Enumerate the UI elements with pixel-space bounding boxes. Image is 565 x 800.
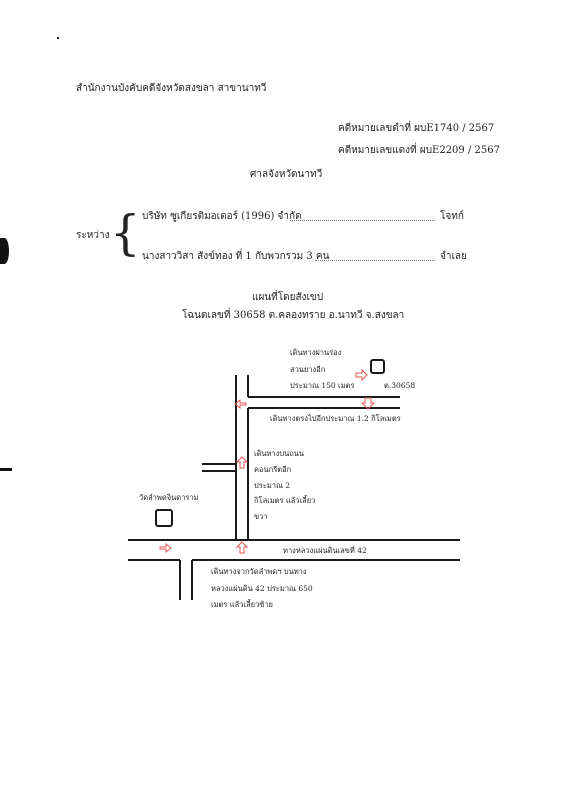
label-pass-rubber-1: เดินทางผ่านร่อง (290, 348, 342, 357)
red-case-label: คดีหมายเลขแดงที่ (338, 145, 417, 156)
plaintiff-role: โจทก์ (440, 211, 464, 222)
red-case-number: ผบE2209 / 2567 (419, 145, 500, 156)
defendant-dotted-line (315, 260, 435, 261)
deed-plot-marker (370, 359, 385, 374)
defendant-role: จำเลย (440, 251, 467, 262)
black-case-label: คดีหมายเลขดำที่ (338, 123, 411, 134)
label-pass-rubber-2: สวนยางอีก (290, 365, 326, 374)
label-concrete-2: คอนกรีตอีก (254, 465, 292, 474)
label-temple: วัดลำพดจินดาราม (139, 493, 199, 502)
plaintiff-dotted-line (290, 220, 435, 221)
label-from-temple-2: หลวงแผ่นดิน 42 ประมาณ 650 (211, 584, 313, 593)
red-case-line: คดีหมายเลขแดงที่ ผบE2209 / 2567 (338, 143, 500, 158)
black-case-number: ผบE1740 / 2567 (414, 123, 495, 134)
label-from-temple-1: เดินทางจากวัดลำพดฯ บนทาง (211, 567, 307, 576)
arrow-down-top-road (360, 397, 376, 410)
scan-mark-left-mid (0, 468, 12, 471)
arrow-left-main-road (234, 398, 247, 410)
plaintiff-name: บริษัท ซูเกียรติมอเตอร์ (1996) จำกัด (142, 211, 302, 222)
arrow-up-junction (235, 541, 249, 554)
brace: { (110, 205, 141, 261)
label-concrete-1: เดินทางบนถนน (254, 449, 305, 458)
court-name: ศาลจังหวัดนาทวี (250, 169, 323, 180)
arrow-right-highway (159, 542, 172, 554)
temple-marker (155, 509, 173, 527)
black-case-line: คดีหมายเลขดำที่ ผบE1740 / 2567 (338, 121, 494, 136)
label-concrete-3: ประมาณ 2 (254, 481, 291, 490)
label-concrete-4: กิโลเมตร แล้วเลี้ยว (254, 496, 316, 505)
arrow-to-deed (355, 368, 368, 382)
label-straight-1km: เดินทางตรงไปอีกประมาณ 1.2 กิโลเมตร (270, 414, 401, 423)
map-subtitle: โฉนดเลขที่ 30658 ต.คลองทราย อ.นาทวี จ.สง… (182, 310, 405, 321)
between-label: ระหว่าง (76, 230, 110, 241)
defendant-name: นางสาววิสา สังข์ทอง ที่ 1 กับพวกรวม 3 คน (142, 251, 330, 262)
arrow-up-main-road (235, 456, 249, 469)
scan-dot (57, 37, 59, 39)
label-concrete-5: ขวา (254, 512, 268, 521)
scan-mark-left-top (0, 238, 9, 264)
direction-arrows (159, 368, 376, 554)
label-highway: ทางหลวงแผ่นดินเลขที่ 42 (283, 546, 367, 555)
roads (128, 375, 460, 600)
label-deed-number: ต.30658 (384, 381, 416, 390)
office-name: สำนักงานบังคับคดีจังหวัดสงขลา สาขานาทวี (76, 83, 267, 94)
label-pass-rubber-3: ประมาณ 150 เมตร (290, 381, 355, 390)
map-title: แผนที่โดยสังเขป (252, 292, 324, 303)
label-from-temple-3: เมตร แล้วเลี้ยวซ้าย (211, 600, 273, 609)
